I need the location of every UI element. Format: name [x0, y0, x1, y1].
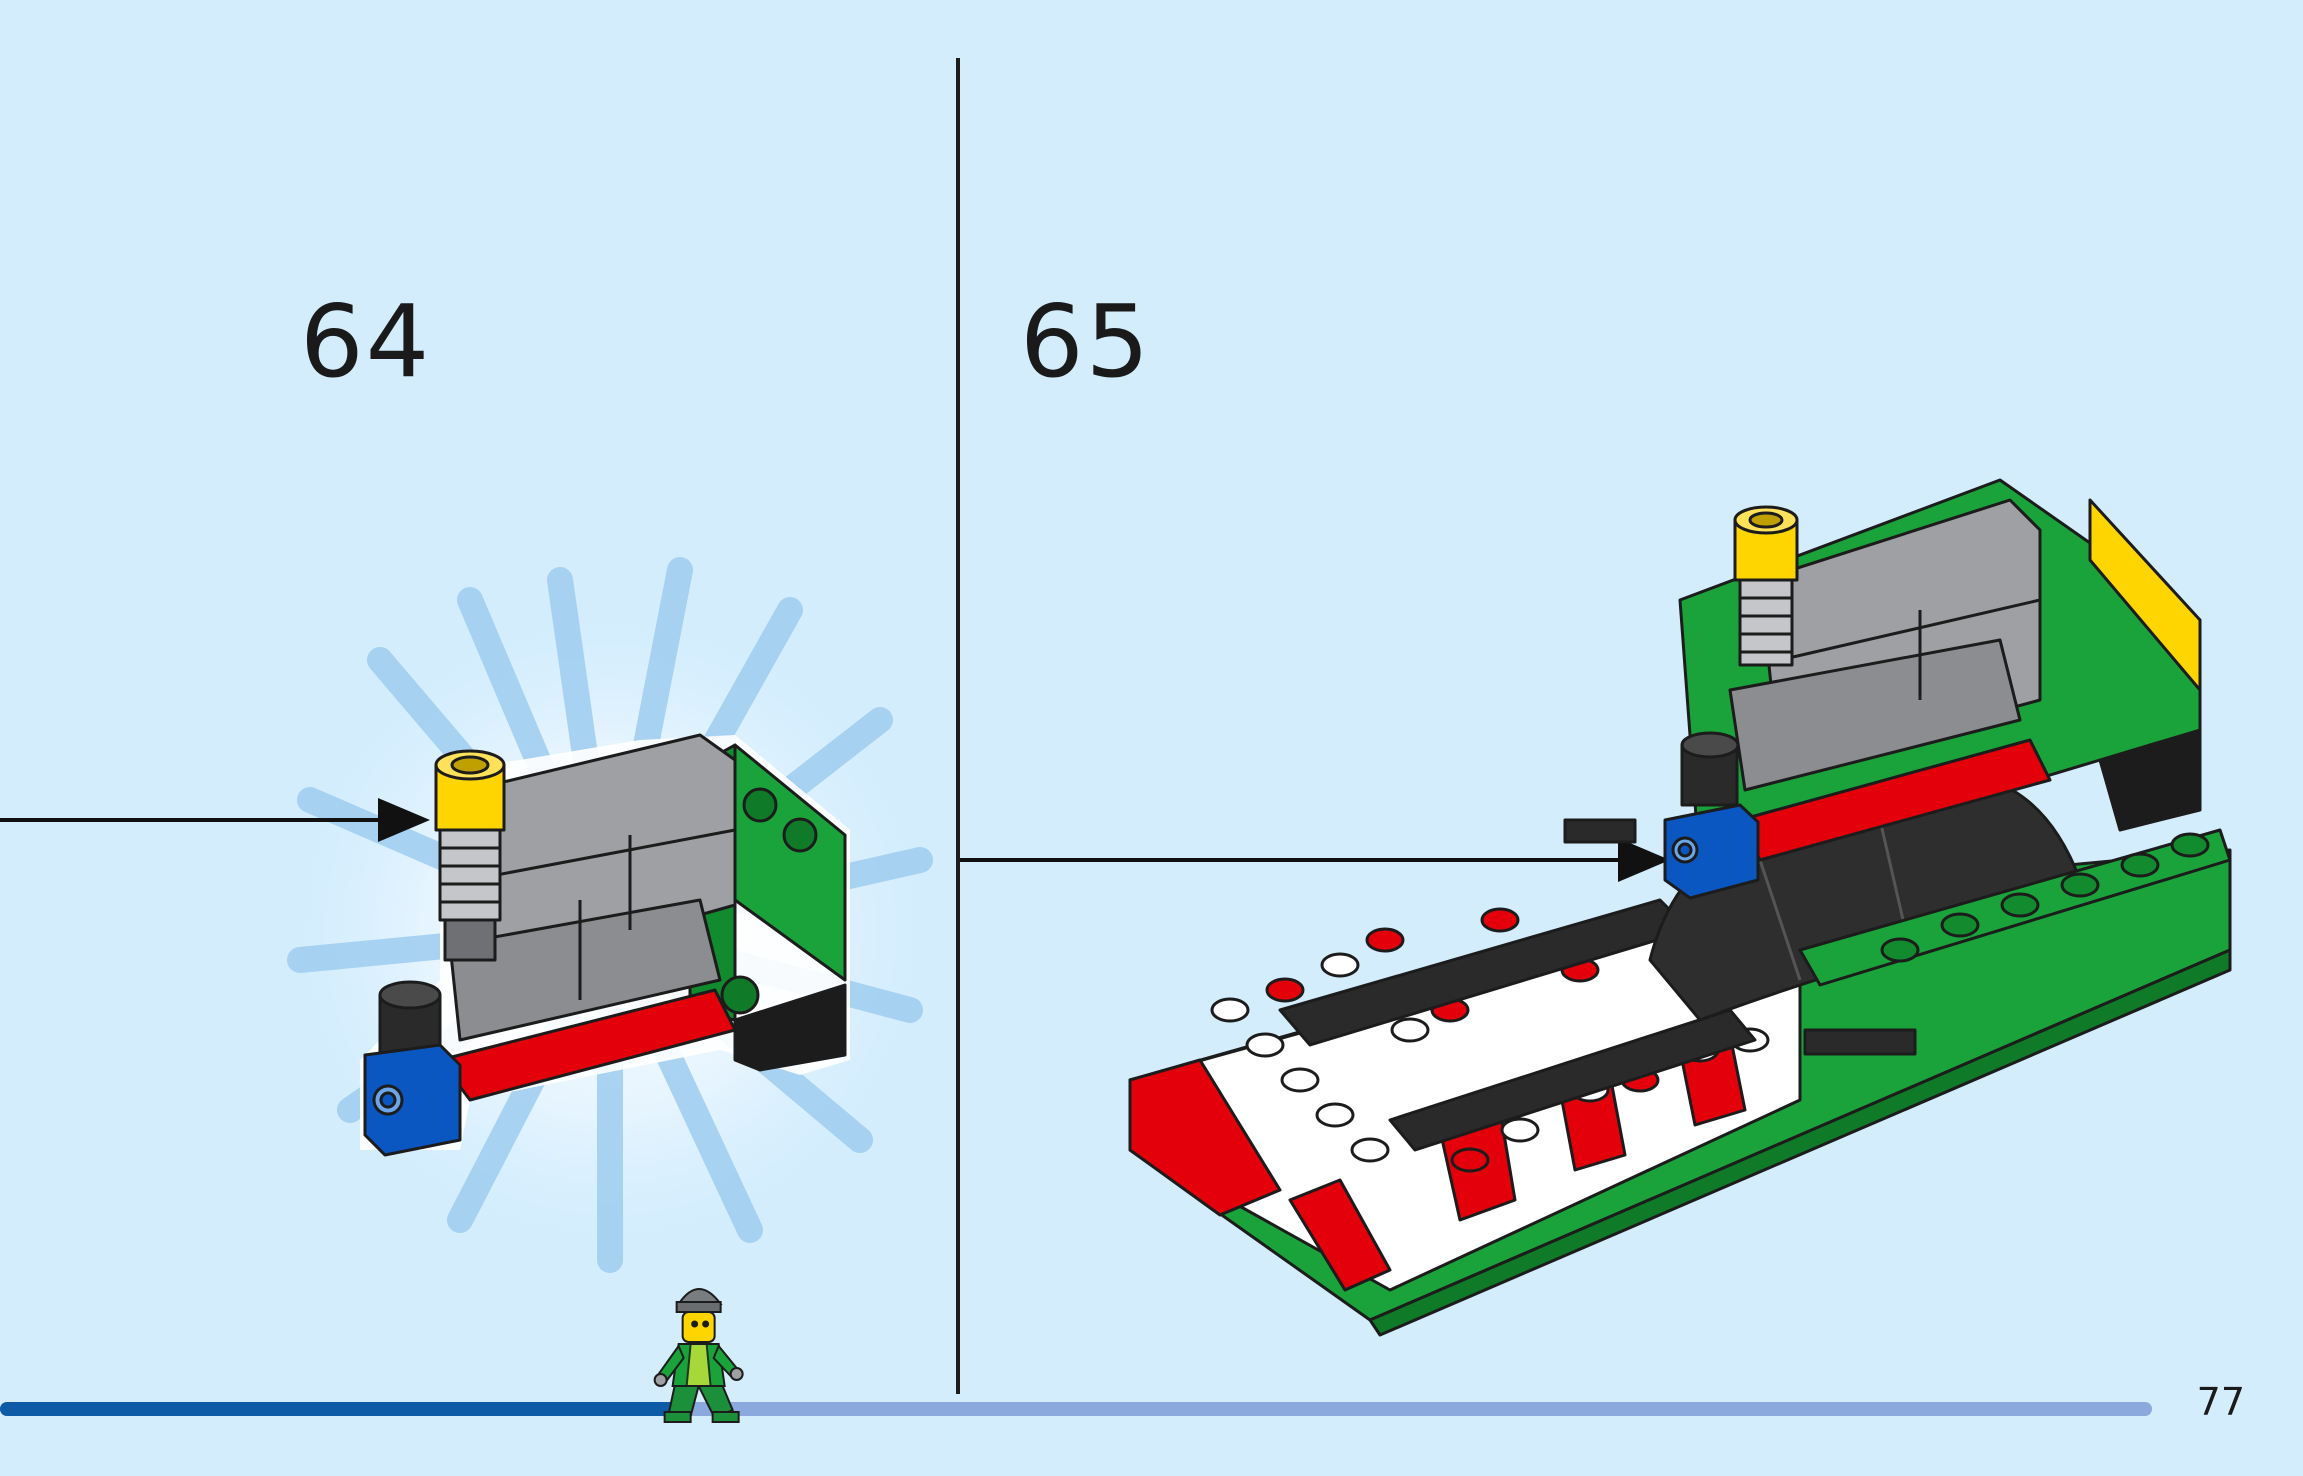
progress-bar — [0, 1402, 2152, 1416]
page-number: 77 — [2197, 1380, 2245, 1424]
assembly-65 — [1130, 480, 2230, 1335]
placement-arrow-icon — [960, 838, 1670, 882]
progress-done — [0, 1402, 689, 1416]
